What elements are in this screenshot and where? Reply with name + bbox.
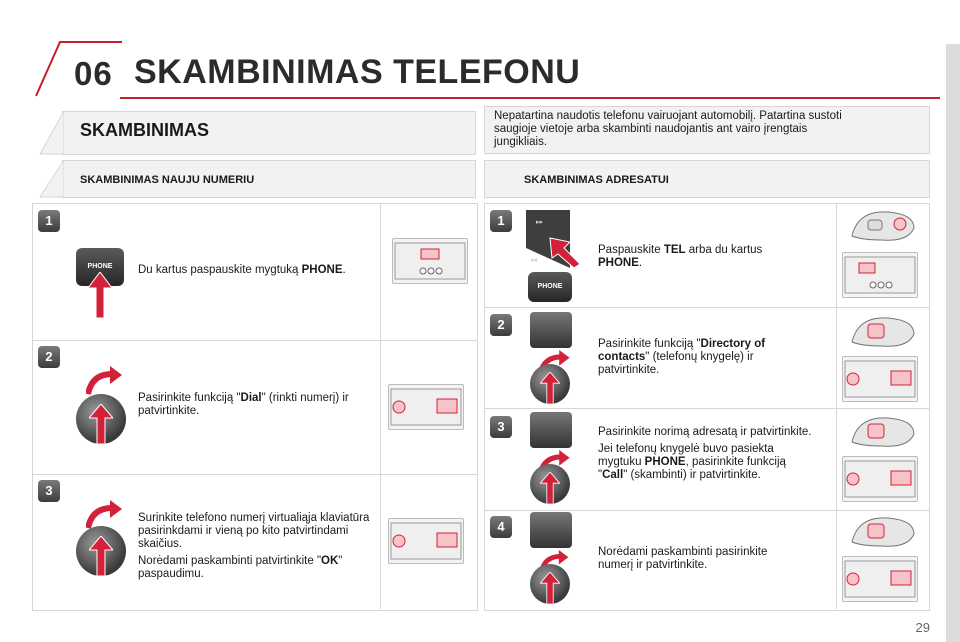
page-side-bar [946,44,960,642]
steering-wheel-control-image-3 [851,417,915,447]
right-step-3-number: 3 [490,416,512,438]
right-step-4-text: Norėdami paskambinti pasirinkite numerį … [598,546,768,571]
steering-wheel-control-image-2 [851,317,915,347]
right-subtitle: SKAMBINIMAS ADRESATUI [524,174,669,186]
right-step-divider-1 [484,307,930,308]
left-subtitle: SKAMBINIMAS NAUJU NUMERIU [80,174,255,186]
press-arrow-icon [88,272,112,318]
steering-wheel-control-image-4 [851,517,915,547]
steering-wheel-control-image-1 [851,211,915,241]
left-subtitle-band-corner [39,160,64,198]
rotate-arrow-icon [86,366,122,395]
scroll-control-image [530,312,572,348]
left-step-1-number: 1 [38,210,60,232]
warning-text: Nepatartina naudotis telefonu vairuojant… [494,110,842,148]
right-step-3-text: Pasirinkite norimą adresatą ir patvirtin… [598,426,812,481]
left-step-divider-1 [32,340,478,341]
scroll-control-image [530,512,572,548]
phone-button-label: PHONE [537,283,563,290]
radio-unit-image-5 [842,356,918,402]
radio-unit-image-3 [388,518,464,564]
left-step-2-text: Pasirinkite funkciją "Dial" (rinkti nume… [138,392,349,417]
phone-button-image: PHONE [528,272,572,302]
radio-unit-image-2 [388,384,464,430]
section-title: SKAMBINIMAS [80,120,209,140]
press-arrow-icon [89,536,113,576]
svg-text:◂◂: ◂◂ [530,256,538,264]
press-arrow-icon [89,404,113,444]
left-step-3-number: 3 [38,480,60,502]
right-step-1-text: Paspauskite TEL arba du kartus PHONE. [598,244,763,269]
left-step-1-text: Du kartus paspauskite mygtuką PHONE. [138,264,346,276]
press-arrow-diagonal-icon [549,237,581,269]
rotate-arrow-icon [86,500,122,529]
left-step-divider-2 [32,474,478,475]
warning-box [484,106,930,154]
header-rule [120,97,940,99]
left-image-column-border [380,203,381,609]
phone-button-label: PHONE [87,263,113,270]
chapter-number: 06 [74,55,113,92]
svg-text:▸▸: ▸▸ [536,218,544,226]
press-arrow-icon [540,472,560,504]
chapter-tab-shape [35,41,122,97]
right-step-divider-3 [484,510,930,511]
radio-unit-image-7 [842,556,918,602]
press-arrow-icon [540,572,560,604]
page-number: 29 [915,620,930,635]
right-subtitle-band [484,160,930,198]
right-step-4-number: 4 [490,516,512,538]
left-subtitle-band [62,160,476,198]
scroll-control-image [530,412,572,448]
right-step-2-text: Pasirinkite funkciją "Directory of conta… [598,338,766,376]
press-arrow-icon [540,372,560,404]
radio-unit-image-1 [392,238,468,284]
section-title-band-corner [39,111,64,155]
radio-unit-image-4 [842,252,918,298]
left-step-3-text: Surinkite telefono numerį virtualiąja kl… [138,512,370,580]
chapter-title: SKAMBINIMAS TELEFONU [134,53,581,91]
right-image-column-border [836,203,837,609]
right-step-divider-2 [484,408,930,409]
right-step-2-number: 2 [490,314,512,336]
left-step-2-number: 2 [38,346,60,368]
radio-unit-image-6 [842,456,918,502]
right-step-1-number: 1 [490,210,512,232]
